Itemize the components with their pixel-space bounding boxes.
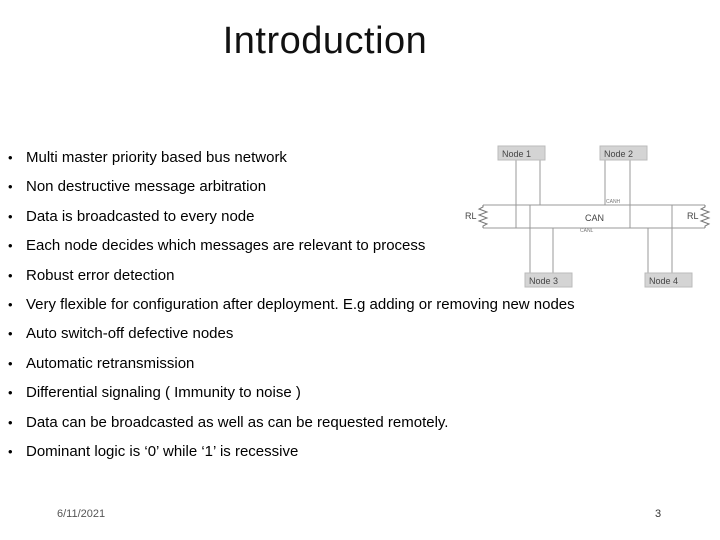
node-3-label: Node 3: [529, 276, 558, 286]
bullet-item: Auto switch-off defective nodes: [8, 321, 708, 350]
node-4-box: [644, 272, 693, 288]
node-3-box: [524, 272, 573, 288]
bullet-item: Differential signaling ( Immunity to noi…: [8, 380, 708, 409]
node-2-box: [599, 145, 648, 161]
rl-right-label: RL: [687, 211, 699, 221]
bullet-item: Data is broadcasted to every node: [8, 204, 708, 233]
slide-title: Introduction: [222, 20, 428, 62]
canl-label: CANL: [580, 228, 594, 234]
bullet-item: Each node decides which messages are rel…: [8, 233, 708, 262]
bus-label: CAN: [585, 213, 604, 223]
node-1-box: [497, 145, 546, 161]
can-bus-diagram: Node 1 Node 2 Node 3 Node 4 CAN RL RL CA…: [465, 145, 711, 288]
bullet-list: Multi master priority based bus network …: [8, 145, 708, 468]
page-number: 3: [655, 508, 662, 520]
canh-label: CANH: [606, 199, 621, 205]
bullet-item: Very flexible for configuration after de…: [8, 292, 708, 321]
resistor-left-icon: [477, 205, 489, 228]
footer-date: 6/11/2021: [57, 508, 106, 520]
node-1-label: Node 1: [502, 149, 531, 159]
rl-left-label: RL: [465, 211, 477, 221]
bullet-item: Automatic retransmission: [8, 351, 708, 380]
resistor-right-icon: [699, 205, 711, 228]
node-2-label: Node 2: [604, 149, 633, 159]
bullet-item: Robust error detection: [8, 263, 708, 292]
bullet-item: Data can be broadcasted as well as can b…: [8, 410, 708, 439]
node-4-label: Node 4: [649, 276, 678, 286]
bullet-item: Dominant logic is ‘0’ while ‘1’ is reces…: [8, 439, 708, 468]
bullet-item: Non destructive message arbitration: [8, 174, 708, 203]
bullet-item: Multi master priority based bus network: [8, 145, 708, 174]
